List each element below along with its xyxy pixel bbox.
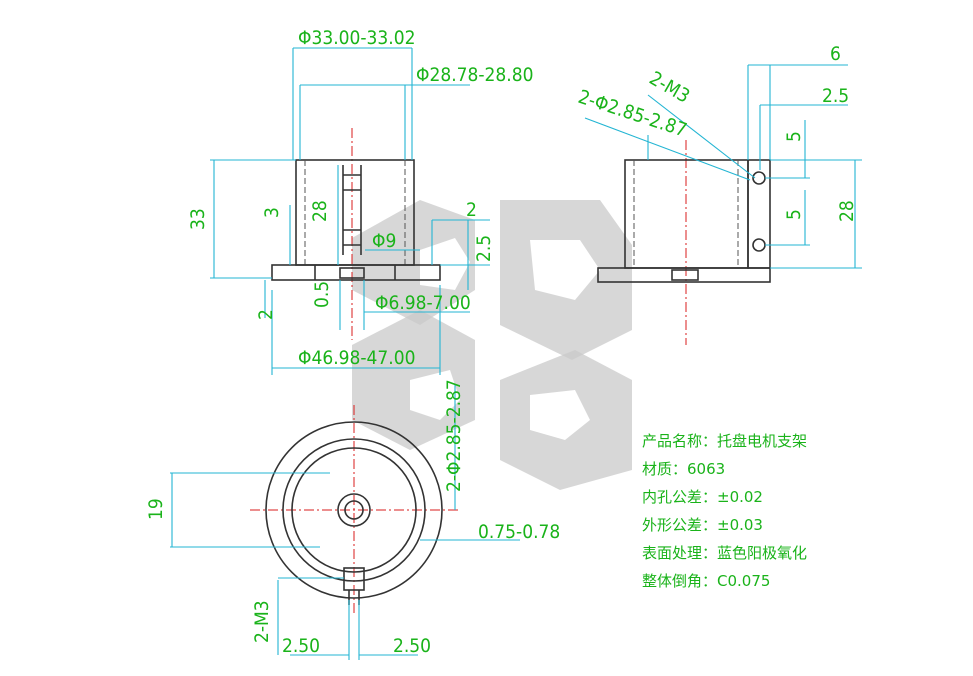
note-material: 材质：6063 [642,460,725,478]
dim-body-height: 28 [309,200,331,222]
side-flange [597,267,771,283]
top-inner-ring [291,447,417,573]
dim-base-side: 2 [255,309,277,320]
dim-top-holes: 2-Φ2.85-2.87 [443,379,465,492]
dim-top-slot: 0.75-0.78 [478,521,560,543]
dim-outer-diameter: Φ33.00-33.02 [298,27,415,49]
top-view: 19 2-Φ2.85-2.87 0.75-0.78 2-M3 2.50 2.50 [145,379,560,660]
dim-side-pitch-upper: 5 [783,131,805,142]
note-inner-tolerance: 内孔公差：±0.02 [642,488,763,506]
dim-side-pitch-lower: 5 [783,209,805,220]
note-surface-treatment: 表面处理：蓝色阳极氧化 [642,544,807,562]
dim-top-19: 19 [145,498,167,520]
dim-top-left-250: 2.50 [282,635,320,657]
dim-base-height: 2.5 [473,235,495,262]
dim-side-2-5: 2.5 [822,85,849,107]
dim-wall: 3 [261,207,283,218]
dim-side-height: 28 [836,200,858,222]
dim-top-right-250: 2.50 [393,635,431,657]
dim-top-thread: 2-M3 [251,600,273,643]
note-chamfer: 整体倒角：C0.075 [642,572,770,590]
spec-notes: 产品名称：托盘电机支架 材质：6063 内孔公差：±0.02 外形公差：±0.0… [642,432,807,590]
note-outer-tolerance: 外形公差：±0.03 [642,516,763,534]
top-bore-inner [344,500,364,520]
dim-base-thickness: 0.5 [311,281,333,308]
dim-pin-hole: Φ6.98-7.00 [375,292,471,314]
note-product-name: 产品名称：托盘电机支架 [642,432,807,450]
top-body-outline [282,438,426,582]
dim-total-height: 33 [187,208,209,230]
dim-side-6: 6 [830,43,841,65]
dim-top-gap: 2 [466,199,477,221]
top-bore-outer [337,493,371,527]
side-hole-lower [752,238,766,252]
front-view: Φ33.00-33.02 Φ28.78-28.80 33 3 28 Φ9 2 2… [187,27,533,375]
front-flange [271,264,441,281]
side-tab [747,159,771,269]
top-flange-outline [265,421,443,599]
watermark-logo [352,200,632,490]
dim-inner-diameter: Φ28.78-28.80 [416,64,533,86]
dim-flange-diameter: Φ46.98-47.00 [298,347,415,369]
top-slot [343,567,365,591]
dim-bore: Φ9 [372,230,396,252]
dim-side-thread: 2-M3 [646,67,694,107]
